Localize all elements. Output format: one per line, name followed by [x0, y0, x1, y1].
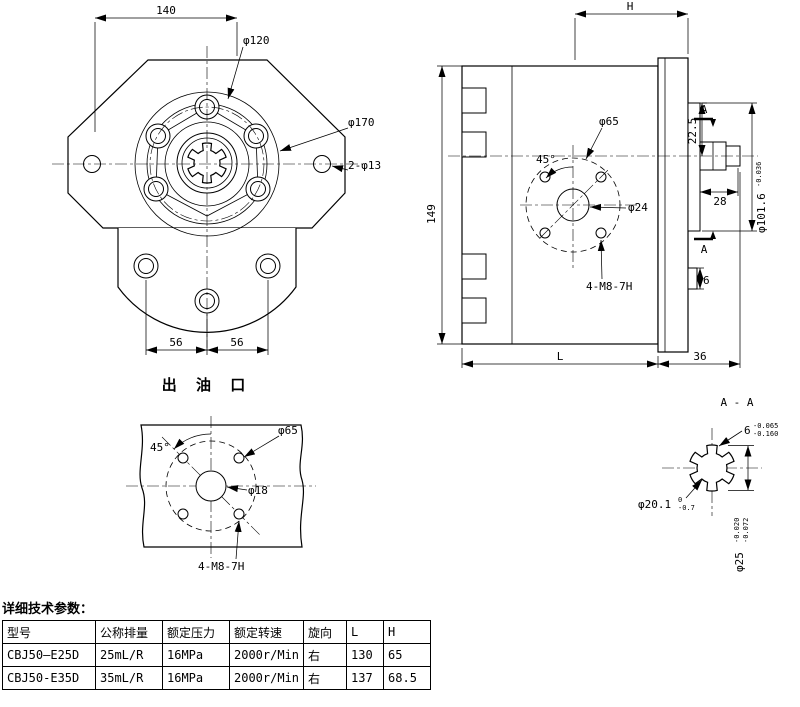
table-header-cell: 额定压力 — [162, 620, 230, 644]
table-cell: 35mL/R — [95, 666, 163, 690]
svg-text:-0.160: -0.160 — [753, 430, 778, 438]
side-dim-45: 45° — [536, 153, 556, 166]
table-header-cell: L — [346, 620, 385, 644]
svg-text:36: 36 — [693, 350, 706, 363]
side-step — [687, 267, 698, 290]
svg-text:H: H — [627, 0, 634, 13]
specs-title: 详细技术参数： — [2, 602, 94, 617]
technical-drawing: 140 φ120 φ170 2-φ13 56 56 出 油 口 — [52, 0, 778, 573]
svg-text:-0.072: -0.072 — [742, 518, 750, 543]
side-rear-flange — [657, 57, 689, 353]
svg-text:L: L — [557, 350, 564, 363]
table-cell: 2000r/Min — [228, 643, 305, 667]
side-dim-28: 28 — [699, 168, 739, 208]
table-cell: 137 — [346, 666, 385, 690]
section-title: A - A — [720, 396, 753, 409]
port-dim-bolts: 4-M8-7H — [198, 560, 244, 573]
table-cell: CBJ50—E25D — [2, 643, 96, 667]
front-dim-140: 140 — [94, 4, 238, 132]
table-cell: 130 — [346, 643, 385, 667]
table-cell: 2000r/Min — [228, 666, 305, 690]
side-dim-L: L — [461, 348, 659, 368]
svg-text:56: 56 — [169, 336, 182, 349]
table-cell: 右 — [303, 666, 348, 690]
table-cell: 65 — [383, 643, 432, 667]
port-dim-circle: φ65 — [278, 424, 298, 437]
table-cell: 25mL/R — [95, 643, 163, 667]
side-dim-pilot: φ101.6 -0.036 — [702, 102, 768, 233]
table-header-cell: 型号 — [2, 620, 96, 644]
table-row: CBJ50—E25D 25mL/R 16MPa 2000r/Min 右 130 … — [2, 643, 432, 667]
table-cell: 16MPa — [162, 643, 230, 667]
port-center-hole — [195, 470, 227, 502]
table-header-cell: 公称排量 — [95, 620, 163, 644]
svg-text:A: A — [701, 103, 708, 116]
table-header-cell: 额定转速 — [228, 620, 305, 644]
table-row: CBJ50-E35D 35mL/R 16MPa 2000r/Min 右 137 … — [2, 666, 432, 690]
svg-text:-0.7: -0.7 — [678, 504, 695, 512]
svg-text:2-φ13: 2-φ13 — [348, 159, 381, 172]
front-dim-56: 56 56 — [145, 280, 269, 355]
port-dim-45: 45° — [150, 441, 170, 454]
side-dim-6: 6 — [688, 267, 710, 290]
port-dim-hole: φ18 — [248, 484, 268, 497]
svg-text:-0.020: -0.020 — [733, 518, 741, 543]
table-cell: 右 — [303, 643, 348, 667]
side-dim-bolts: 4-M8-7H — [586, 280, 632, 293]
side-dim-149: 149 — [425, 65, 462, 345]
section-dim-width: 6 -0.065 -0.160 — [718, 422, 778, 447]
svg-text:6: 6 — [703, 274, 710, 287]
svg-text:φ170: φ170 — [348, 116, 375, 129]
side-dim-port-circle: φ65 — [599, 115, 619, 128]
spline-section — [689, 444, 735, 492]
front-dim-flange: φ170 — [279, 116, 375, 152]
table-cell: CBJ50-E35D — [2, 666, 96, 690]
table-cell: 68.5 — [383, 666, 432, 690]
side-lug — [461, 253, 487, 280]
svg-text:-0.036: -0.036 — [755, 162, 763, 187]
svg-text:A: A — [701, 243, 708, 256]
front-view: 140 φ120 φ170 2-φ13 56 56 出 油 口 — [52, 4, 381, 394]
section-dim-root: φ20.1 0 -0.7 — [638, 479, 703, 512]
table-header-cell: 旋向 — [303, 620, 348, 644]
front-dim-pilot: φ120 — [227, 34, 270, 100]
svg-text:φ20.1: φ20.1 — [638, 498, 671, 511]
side-lug — [461, 297, 487, 324]
svg-text:56: 56 — [230, 336, 243, 349]
port-bolt-circle — [165, 440, 257, 532]
section-cut-marks: A A — [694, 103, 716, 256]
svg-text:140: 140 — [156, 4, 176, 17]
side-dim-H: H — [574, 0, 689, 60]
specs-table: 型号 公称排量 额定压力 额定转速 旋向 L H CBJ50—E25D 25mL… — [2, 620, 432, 690]
svg-text:28: 28 — [713, 195, 726, 208]
svg-text:0: 0 — [678, 496, 682, 504]
front-dim-ear-holes: 2-φ13 — [331, 159, 381, 173]
side-dim-36: 36 — [658, 172, 741, 368]
section-dim-od: φ25 -0.020 -0.072 — [728, 445, 754, 572]
svg-text:6: 6 — [744, 424, 751, 437]
svg-text:φ25: φ25 — [733, 552, 746, 572]
port-detail-view: 45° φ65 φ18 4-M8-7H — [126, 416, 316, 573]
side-view: 45° φ65 φ24 4-M8-7H H 22.5 28 — [425, 0, 768, 368]
table-cell: 16MPa — [162, 666, 230, 690]
side-dim-hole: φ24 — [628, 201, 648, 214]
table-header-row: 型号 公称排量 额定压力 额定转速 旋向 L H — [2, 620, 432, 644]
svg-text:φ101.6: φ101.6 — [755, 193, 768, 233]
side-lug — [461, 87, 487, 114]
svg-text:φ120: φ120 — [243, 34, 270, 47]
table-header-cell: H — [383, 620, 432, 644]
svg-text:-0.065: -0.065 — [753, 422, 778, 430]
section-view: A - A 6 -0.065 -0.160 φ20.1 0 -0.7 φ25 -… — [638, 396, 778, 572]
svg-text:22.5: 22.5 — [686, 118, 699, 145]
side-lug — [461, 131, 487, 158]
svg-text:149: 149 — [425, 204, 438, 224]
outlet-label: 出 油 口 — [162, 376, 252, 394]
